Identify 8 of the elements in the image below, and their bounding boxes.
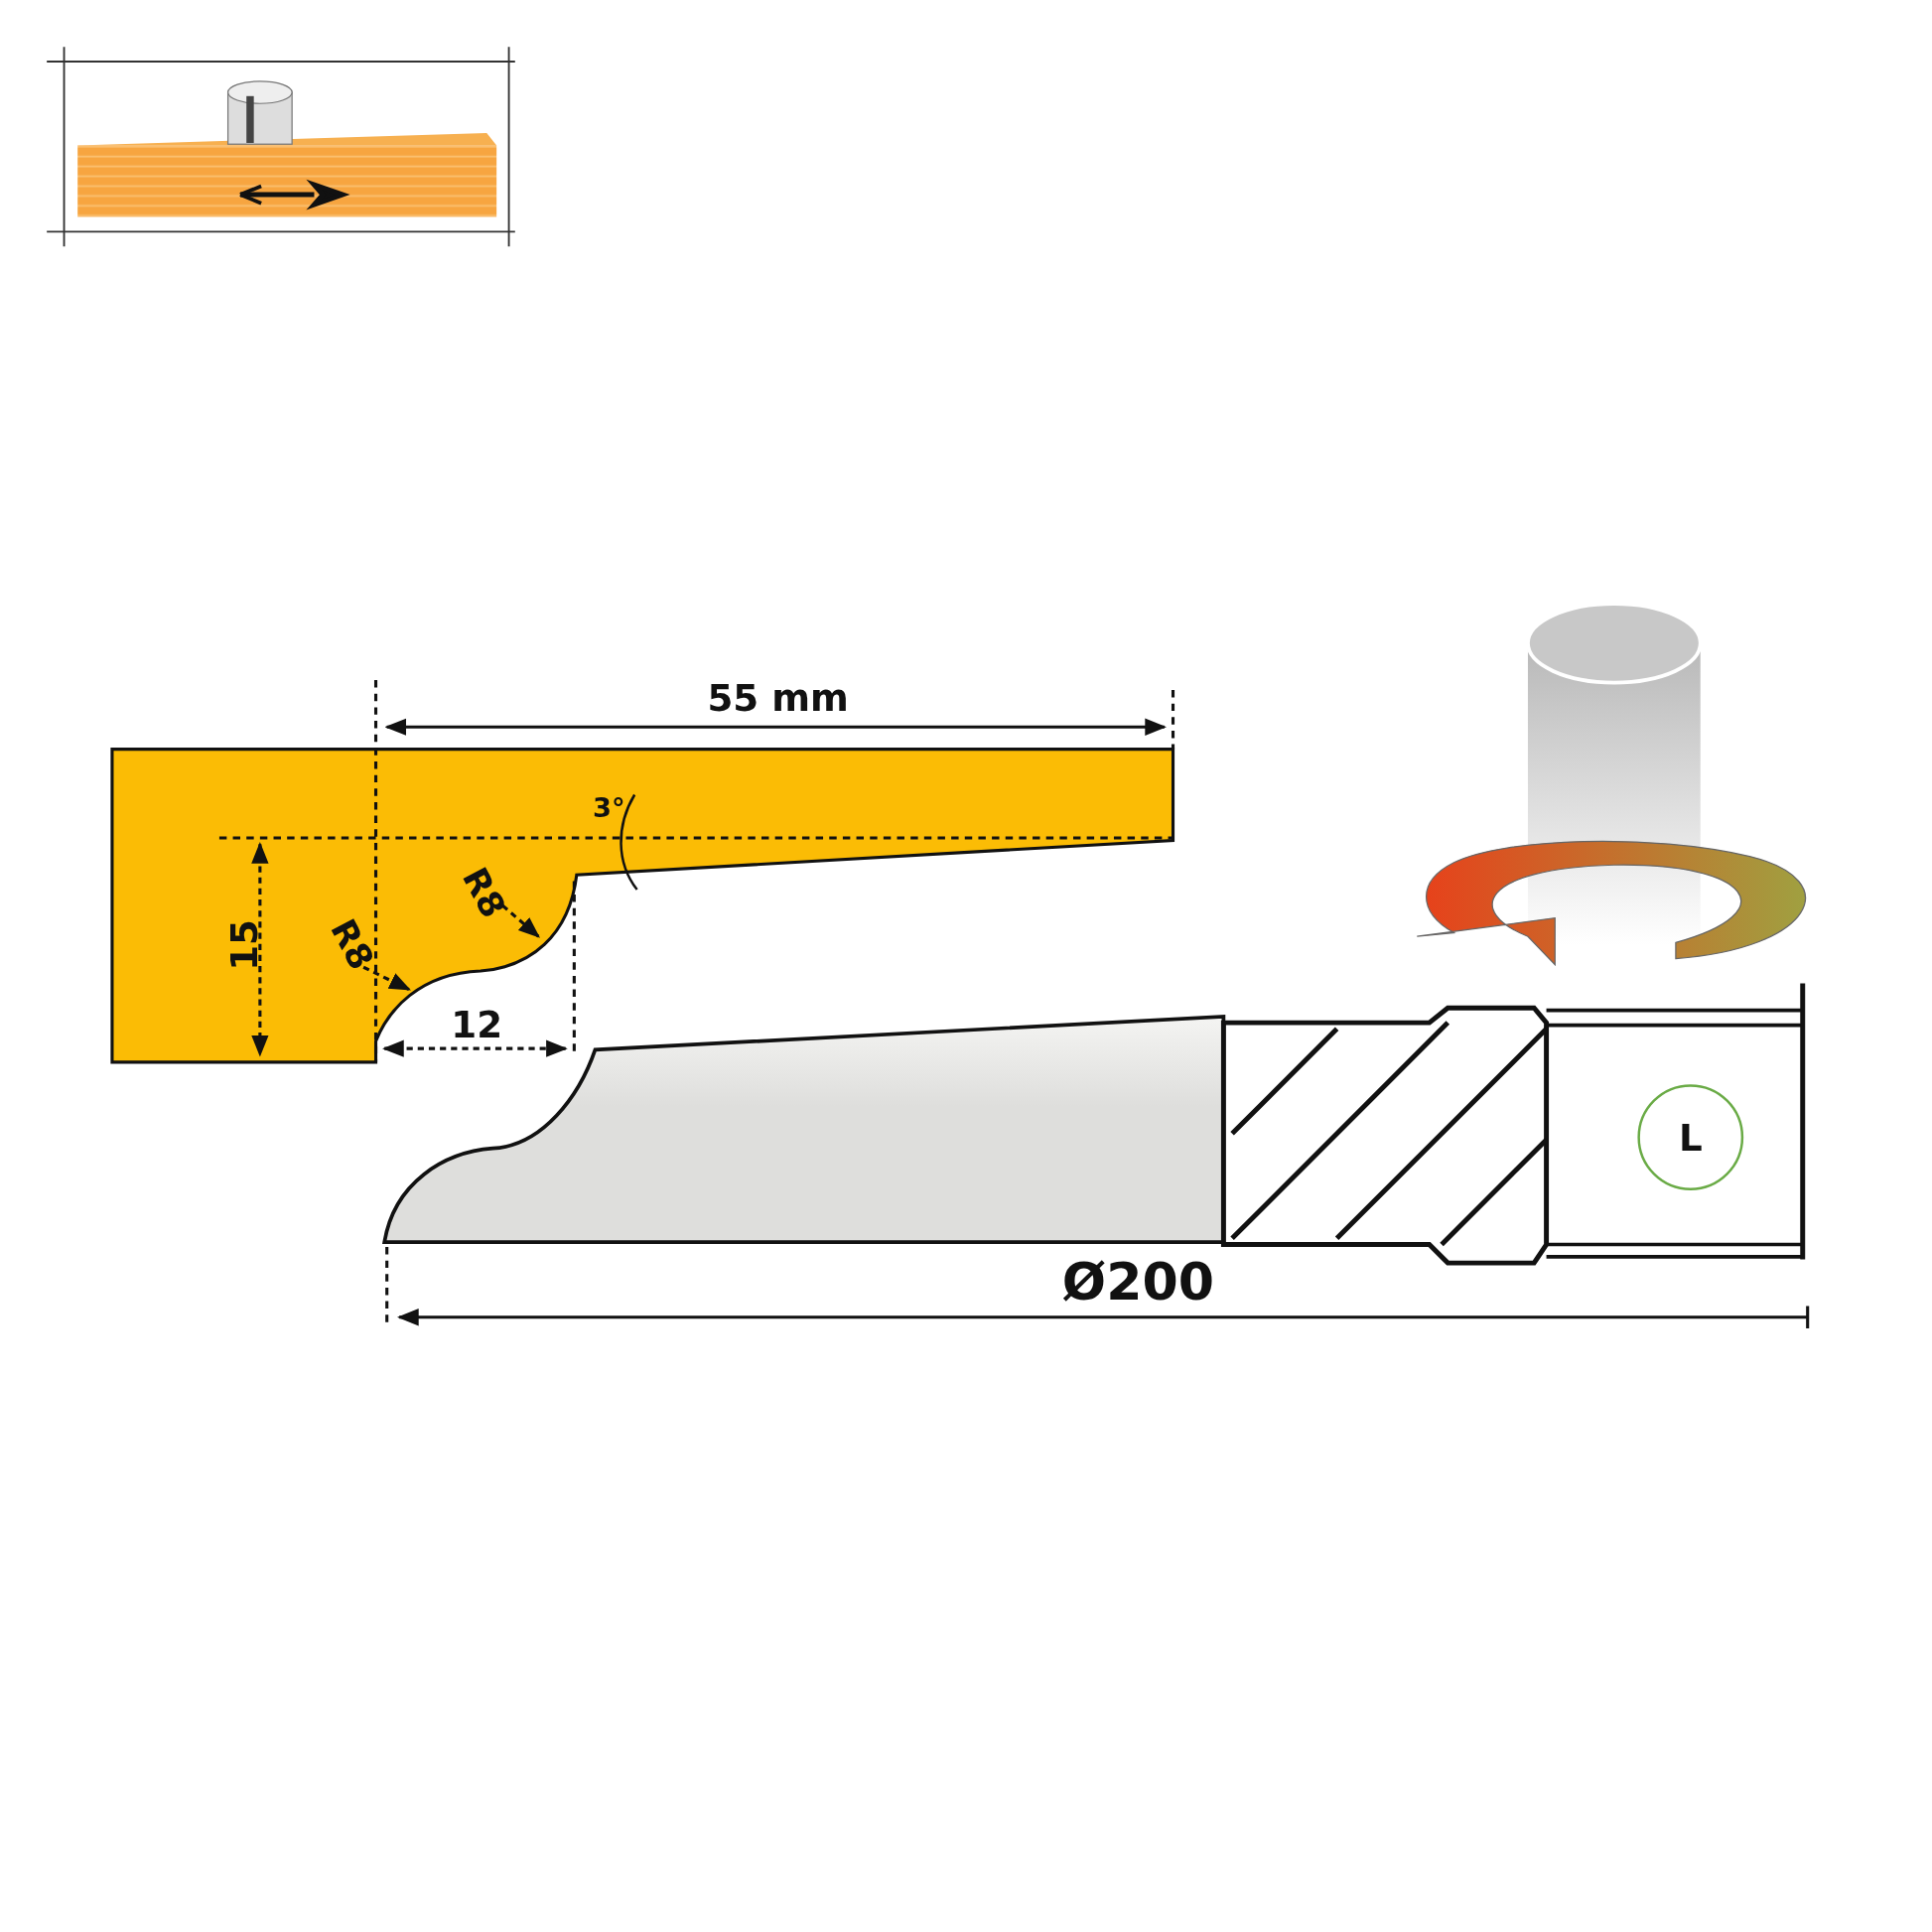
dimension-label: 55 mm [707,680,849,718]
radius-label: R8 [324,913,379,976]
radius-label: R8 [456,862,511,924]
diameter-label: Ø200 [1061,1256,1214,1310]
rotation-letter: L [1678,1115,1703,1160]
angle-label: 3° [592,794,625,822]
dimension-label: 15 [226,919,264,971]
dimension-label: 12 [451,1007,503,1044]
